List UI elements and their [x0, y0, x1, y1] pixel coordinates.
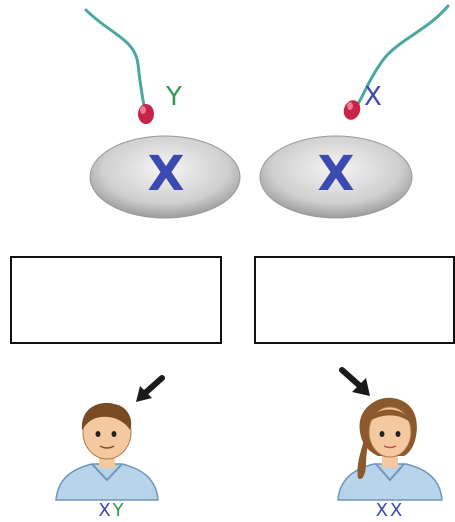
- egg-chromosome-label: X: [147, 146, 185, 202]
- answer-box[interactable]: [10, 256, 222, 344]
- arrow-icon: [136, 375, 165, 402]
- sperm-tail: [356, 4, 450, 106]
- egg-chromosome-label: X: [317, 146, 355, 202]
- boy-icon: [55, 402, 159, 501]
- pair-second-chromosome: X: [390, 500, 405, 521]
- chromosome-pair-label: XX: [360, 502, 420, 520]
- sperm-tail: [84, 8, 146, 108]
- girl-icon: [337, 397, 443, 501]
- sperm-chromosome-label: X: [364, 82, 382, 112]
- answer-box[interactable]: [254, 256, 455, 344]
- left-fertilization-panel: Y X XY: [10, 8, 241, 520]
- pair-first-chromosome: X: [375, 500, 390, 521]
- sperm-chromosome-label: Y: [166, 82, 182, 112]
- right-fertilization-panel: X X XX: [228, 0, 455, 522]
- egg-cell-icon: [259, 135, 413, 219]
- pair-second-chromosome: Y: [112, 500, 126, 521]
- sperm-icon: [343, 4, 450, 120]
- pair-first-chromosome: X: [98, 500, 113, 521]
- sperm-icon: [84, 8, 154, 124]
- sperm-head: [138, 104, 154, 124]
- arrow-icon: [339, 367, 370, 396]
- egg-cell-icon: [89, 135, 241, 219]
- chromosome-pair-label: XY: [82, 502, 142, 520]
